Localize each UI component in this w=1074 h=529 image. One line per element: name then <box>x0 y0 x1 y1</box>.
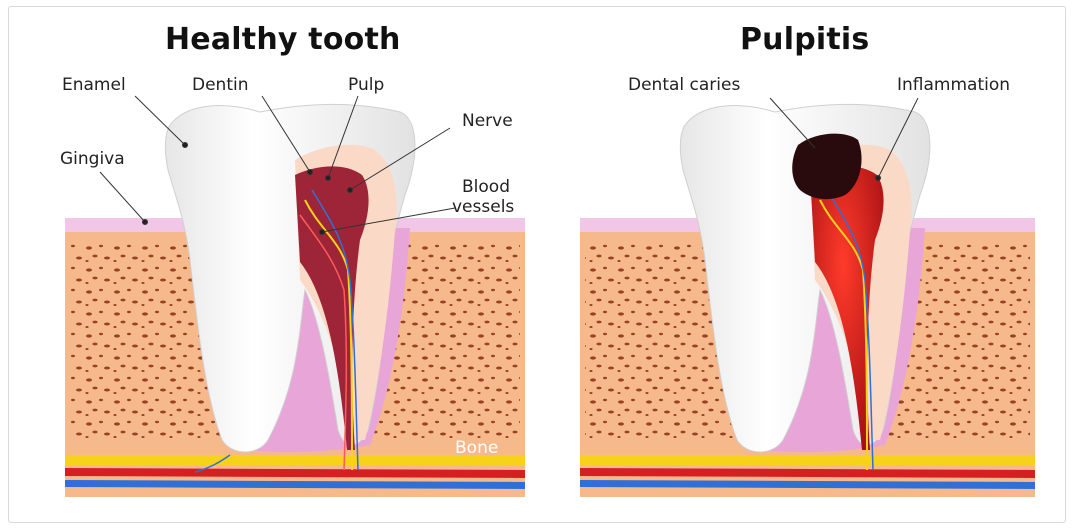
label-dental-caries: Dental caries <box>628 76 740 95</box>
nerve-band-2 <box>580 455 1035 465</box>
label-inflammation: Inflammation <box>897 76 1010 95</box>
pulpitis-illustration <box>580 104 1035 497</box>
label-gingiva: Gingiva <box>60 150 125 169</box>
label-bone: Bone <box>455 438 498 458</box>
healthy-tooth-title: Healthy tooth <box>165 22 401 57</box>
label-blood-vessels-2: vessels <box>452 198 514 217</box>
pulpitis-title: Pulpitis <box>740 22 869 57</box>
caries-cavity <box>792 134 861 199</box>
label-enamel: Enamel <box>62 76 126 95</box>
label-dentin: Dentin <box>192 76 249 95</box>
label-nerve: Nerve <box>462 112 513 131</box>
label-pulp: Pulp <box>348 76 384 95</box>
label-blood-vessels-1: Blood <box>462 178 510 197</box>
